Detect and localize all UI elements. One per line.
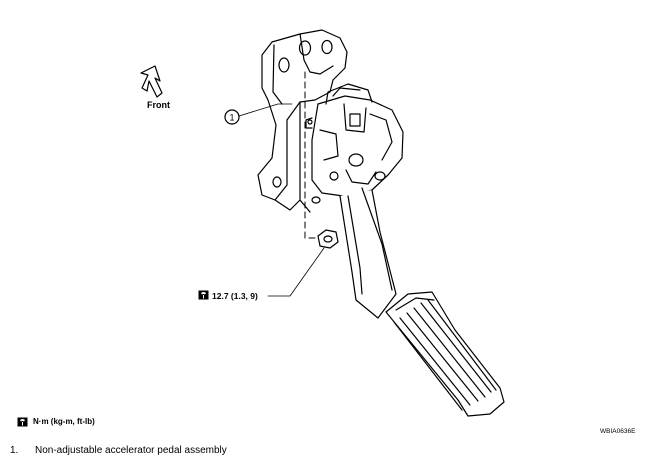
- note-text: Non-adjustable accelerator pedal assembl…: [35, 445, 227, 456]
- pedal-pad: [385, 291, 505, 417]
- callout-1-number: 1: [229, 113, 234, 123]
- callout-1-circle: [224, 109, 240, 125]
- note-index: 1.: [10, 445, 19, 456]
- torque-wrench-icon: [198, 290, 209, 300]
- torque-wrench-icon: [17, 417, 28, 427]
- callout-1-leader: [238, 103, 293, 117]
- mounting-nut: [317, 229, 339, 249]
- front-label: Front: [147, 100, 170, 110]
- torque-value-label: 12.7 (1.3, 9): [212, 291, 258, 301]
- figure-code: WBIA0636E: [600, 428, 636, 435]
- pedal-arm: [339, 187, 397, 319]
- torque-leader: [267, 247, 325, 297]
- pedal-housing: [305, 83, 404, 204]
- torque-units-legend: N·m (kg-m, ft-lb): [33, 417, 95, 426]
- mounting-bracket: [257, 29, 348, 213]
- front-arrow-icon: [140, 65, 163, 98]
